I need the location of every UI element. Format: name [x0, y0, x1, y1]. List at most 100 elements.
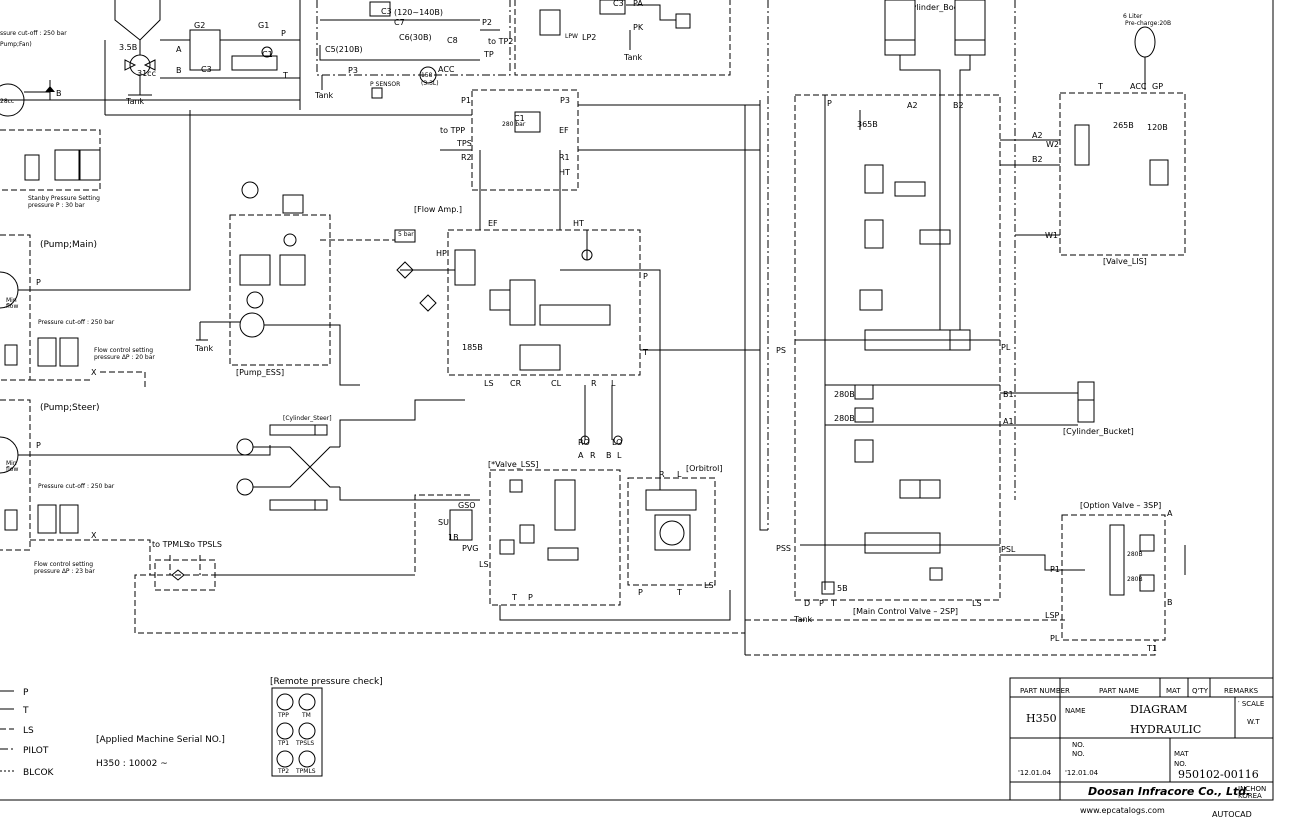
svg-text:P: P — [36, 441, 41, 450]
svg-text:Tank: Tank — [125, 97, 145, 106]
cylinder-bucket-label: [Cylinder_Bucket] — [1063, 427, 1134, 436]
cylinder-steer-label: [Cylinder_Steer] — [283, 415, 332, 422]
svg-text:pressure ΔP : 23 bar: pressure ΔP : 23 bar — [34, 568, 95, 575]
watermark: www.epcatalogs.com — [1080, 806, 1165, 815]
svg-text:R1: R1 — [559, 153, 570, 162]
svg-text:A: A — [578, 451, 584, 460]
svg-text:LSP: LSP — [1045, 611, 1060, 620]
port-tp2: TP2 — [277, 768, 289, 775]
svg-text:B: B — [1167, 598, 1173, 607]
main-control-valve-group: [Main Control Valve – 2SP] P A2 B2 365B … — [767, 0, 1016, 624]
svg-text:X: X — [91, 531, 97, 540]
remarks-header: REMARKS — [1224, 687, 1259, 695]
svg-text:280 bar: 280 bar — [502, 121, 526, 128]
svg-text:PA: PA — [633, 0, 643, 8]
svg-text:pressure P : 30 bar: pressure P : 30 bar — [28, 202, 85, 209]
svg-text:P: P — [281, 29, 286, 38]
svg-text:flow: flow — [6, 466, 18, 473]
svg-text:P1: P1 — [461, 96, 471, 105]
port-tpmls: TPMLS — [295, 768, 316, 775]
pump-fan-label: Pump;Fan) — [0, 41, 32, 48]
svg-text:pressure ΔP : 20 bar: pressure ΔP : 20 bar — [94, 354, 155, 361]
svg-text:B: B — [606, 451, 612, 460]
svg-text:Flow control setting: Flow control setting — [34, 561, 93, 568]
svg-text:Flow control setting: Flow control setting — [94, 347, 153, 354]
svg-text:A2: A2 — [1032, 131, 1043, 140]
svg-text:LS: LS — [484, 379, 494, 388]
svg-text:T1: T1 — [1146, 644, 1157, 653]
svg-text:GP: GP — [1152, 82, 1163, 91]
steer-cutoff-note: Pressure cut-off : 250 bar — [38, 483, 115, 490]
svg-text:ACC: ACC — [1130, 82, 1147, 91]
svg-text:C1: C1 — [514, 114, 525, 123]
svg-text:Stanby Pressure Setting: Stanby Pressure Setting — [28, 195, 100, 202]
svg-text:EF: EF — [488, 219, 498, 228]
drawing-name-2: HYDRAULIC — [1130, 723, 1201, 736]
svg-text:TP: TP — [483, 50, 494, 59]
svg-text:LS: LS — [479, 560, 489, 569]
serial-title: [Applied Machine Serial NO.] — [96, 735, 225, 745]
svg-text:C5(210B): C5(210B) — [325, 45, 363, 54]
svg-text:L: L — [677, 470, 682, 479]
port-tpp: TPP — [277, 712, 289, 719]
svg-text:A2: A2 — [907, 101, 918, 110]
svg-text:T: T — [642, 348, 648, 357]
line-legend: P T LS PILOT BLCOK — [0, 688, 55, 778]
svg-text:P: P — [819, 599, 824, 608]
valve-lis-label: [Valve_LIS] — [1103, 257, 1147, 266]
svg-text:CR: CR — [510, 379, 522, 388]
orbitrol-group: [Orbitrol] R L P T LS — [627, 464, 723, 597]
svg-text:R: R — [659, 470, 665, 479]
valve-lss-group: [*Valve_LSS] RO LO A R B L LS T P — [479, 385, 731, 621]
svg-text:PL: PL — [1050, 634, 1060, 643]
fan-cutoff-note: ssure cut-off : 250 bar — [0, 30, 67, 37]
location-line-1: INCHON — [1238, 785, 1266, 793]
svg-text:PVG: PVG — [462, 544, 479, 553]
svg-text:Min: Min — [6, 297, 17, 304]
svg-text:C7: C7 — [394, 18, 405, 27]
valve-lss-label: [*Valve_LSS] — [488, 460, 539, 469]
legend-label-t: T — [22, 706, 29, 716]
svg-text:C3: C3 — [613, 0, 624, 8]
svg-text:HT: HT — [573, 219, 584, 228]
svg-text:3.5B: 3.5B — [119, 43, 137, 52]
svg-text:D: D — [804, 599, 810, 608]
svg-text:P3: P3 — [560, 96, 570, 105]
legend-label-pilot: PILOT — [23, 746, 49, 756]
part-number-header: PART NUMBER — [1020, 687, 1070, 695]
svg-text:LS: LS — [704, 581, 714, 590]
svg-text:280B: 280B — [1127, 551, 1143, 558]
svg-text:LS: LS — [972, 599, 982, 608]
svg-text:PSS: PSS — [776, 544, 791, 553]
option-valve-label: [Option Valve – 3SP] — [1080, 501, 1161, 510]
svg-text:C6(30B): C6(30B) — [399, 33, 432, 42]
svg-text:P: P — [528, 593, 533, 602]
location-line-2: KOREA — [1238, 792, 1262, 800]
cylinder-steer-group: [Cylinder_Steer] — [236, 399, 480, 511]
remote-check-title: [Remote pressure check] — [270, 677, 383, 687]
wt-label: W.T — [1247, 718, 1260, 726]
model-name: H350 — [1026, 712, 1057, 725]
svg-text:T: T — [282, 71, 288, 80]
svg-text:GSO: GSO — [458, 501, 476, 510]
svg-text:A: A — [1167, 509, 1173, 518]
svg-text:31cc: 31cc — [137, 69, 156, 78]
accumulator-label: 6 Liter — [1123, 13, 1143, 20]
svg-text:P: P — [638, 588, 643, 597]
svg-text:RO: RO — [578, 438, 590, 447]
svg-text:P: P — [643, 272, 648, 281]
tpmls-group: to TPMLS to TPSLS — [134, 540, 745, 634]
svg-text:P: P — [36, 278, 41, 287]
pump-ess-group: [Pump_ESS] Tank 5 bar — [194, 181, 416, 386]
svg-text:flow: flow — [6, 303, 18, 310]
svg-text:L: L — [611, 379, 616, 388]
svg-text:PSL: PSL — [1001, 545, 1016, 554]
svg-text:G2: G2 — [194, 21, 205, 30]
svg-text:Tank: Tank — [623, 53, 643, 62]
part-name-header: PART NAME — [1099, 687, 1139, 695]
svg-text:T: T — [676, 588, 682, 597]
title-block: PART NUMBER PART NAME MAT Q'TY REMARKS H… — [1009, 677, 1274, 819]
qty-header: Q'TY — [1192, 687, 1209, 695]
